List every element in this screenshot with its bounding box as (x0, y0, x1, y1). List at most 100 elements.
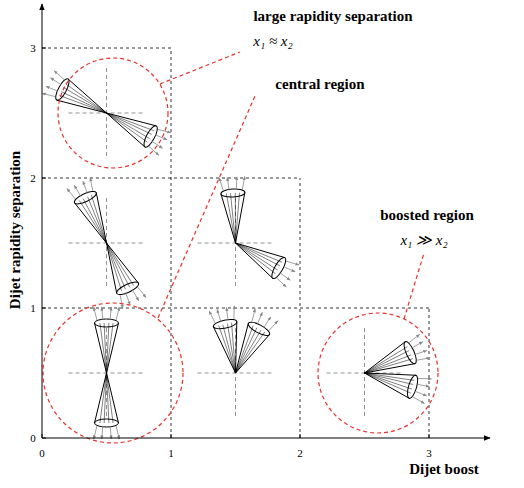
leader-line (160, 52, 240, 84)
cone-particle (107, 373, 114, 423)
particle-arrow (158, 129, 171, 132)
particle-arrow (126, 293, 130, 305)
particle-arrow (110, 307, 111, 320)
particle-arrow (414, 351, 426, 355)
cone-particle (100, 373, 107, 423)
cone-particle (365, 373, 414, 384)
jet-cone (67, 178, 106, 243)
particle-arrow (411, 342, 422, 348)
tick-label: 3 (426, 447, 432, 459)
cone-edge (107, 323, 119, 373)
particle-arrow (269, 321, 278, 331)
cone-mouth (95, 419, 119, 427)
cone-edge (95, 373, 107, 423)
highlight-circles (43, 52, 438, 443)
cone-particle (107, 113, 152, 134)
particle-arrow (152, 141, 163, 148)
cone-particle (91, 195, 106, 243)
grid-line (42, 308, 429, 309)
jet-cone (94, 307, 120, 373)
cone-particle (365, 373, 412, 389)
y-axis (42, 4, 43, 438)
cone-edge (95, 323, 107, 373)
particle-arrow (257, 312, 262, 324)
leader-line (404, 253, 424, 319)
region-grid (42, 48, 429, 438)
highlight-circle (58, 58, 168, 168)
grid-line (429, 308, 430, 438)
cone-particle (236, 328, 257, 373)
cone-particle (107, 373, 109, 423)
cone-particle (61, 92, 106, 113)
cone-particle (227, 324, 235, 373)
particle-arrow (209, 311, 215, 323)
tick (171, 434, 172, 438)
particle-arrow (102, 426, 103, 439)
particle-arrow (280, 273, 291, 281)
cone-mouth (221, 188, 245, 197)
cone-particle (365, 373, 415, 380)
cone-particle (104, 323, 106, 373)
particle-arrow (116, 307, 119, 320)
particle-arrow (46, 86, 58, 91)
particle-arrow (94, 307, 97, 320)
tick-label: 2 (30, 172, 36, 184)
grid-line (300, 178, 301, 438)
cone-edge (107, 243, 139, 283)
axis-title: Dijet boost (409, 461, 479, 478)
cone-edge (236, 322, 237, 373)
particle-arrow (219, 178, 223, 191)
particle-arrow (102, 307, 103, 320)
cone-particle (236, 243, 276, 274)
x-axis (42, 438, 490, 439)
cone-edge (107, 373, 119, 423)
cone-particle (236, 326, 254, 373)
cone-particle (107, 113, 150, 139)
cone-particle (63, 87, 106, 113)
particle-arrow (416, 384, 429, 386)
particle-arrow (233, 306, 234, 319)
tick (42, 434, 43, 438)
cone-particle (236, 330, 262, 373)
cone-particle (365, 359, 413, 373)
particle-arrow (252, 309, 255, 322)
cone-particle (365, 373, 411, 393)
particle-arrow (90, 178, 93, 191)
cone-edge (236, 192, 245, 243)
leader-line (158, 96, 255, 318)
cone-edge (236, 243, 273, 278)
particle-arrow (418, 378, 431, 380)
cone-particle (232, 323, 236, 373)
cone-particle (365, 347, 408, 373)
cone-particle (219, 325, 236, 373)
cone-mouth (213, 318, 238, 331)
cone-particle (107, 113, 148, 142)
particle-arrow (94, 426, 97, 439)
particle-arrow (110, 426, 111, 439)
cone-mouth (405, 374, 419, 399)
particle-arrow (120, 295, 123, 308)
particle-arrow (217, 309, 221, 321)
cone-edge (365, 342, 406, 373)
cone-particle (107, 243, 122, 291)
particle-arrow (283, 266, 295, 271)
cone-particle (79, 200, 106, 243)
jet-cone (107, 243, 146, 308)
tick-label: 3 (30, 42, 36, 54)
cone-mouth (402, 340, 419, 365)
axes (42, 4, 490, 438)
particle-arrow (414, 391, 426, 396)
tick (42, 308, 46, 309)
particle-arrow (42, 93, 55, 96)
particle-arrow (242, 176, 245, 189)
cone-edge (107, 243, 117, 293)
cone-particle (107, 243, 126, 289)
cone-particle (236, 243, 278, 270)
tick (42, 178, 46, 179)
region-label: boosted region (380, 207, 473, 224)
math-label: x₁ ≈ x₂ (253, 33, 292, 50)
particle-arrow (264, 317, 271, 328)
grid-line (171, 48, 172, 438)
cone-particle (107, 113, 154, 131)
particle-arrow (413, 397, 425, 404)
